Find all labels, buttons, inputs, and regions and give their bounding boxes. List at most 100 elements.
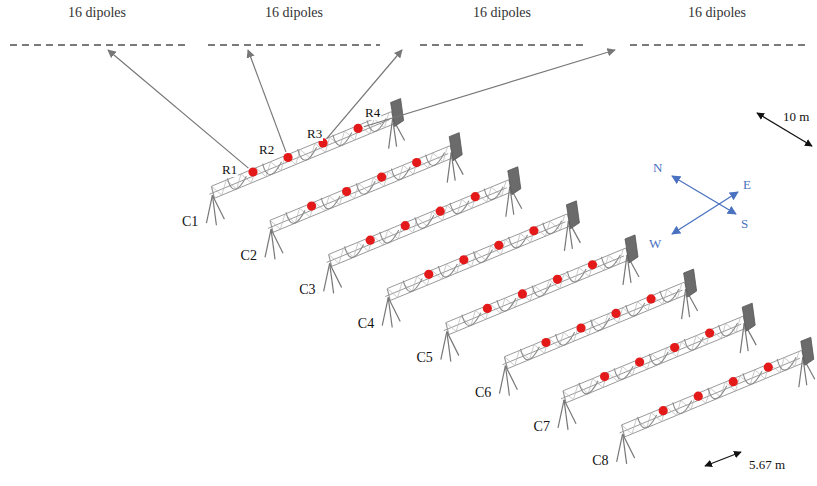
reflector-rib [286,210,305,223]
mount-leg [388,298,400,322]
mount-leg [330,263,342,287]
cylinders [206,99,814,464]
reflector-rib [263,162,282,175]
mount-leg [447,332,459,356]
receiver-label-anchor: R2 [258,140,275,158]
reflector-rib [321,196,340,209]
truss-rail [563,316,743,391]
drive-housing [801,337,814,365]
cylinder-label-anchor: C1 [181,212,199,230]
truss-rail [502,290,682,365]
cylinder-label: C8 [591,453,609,468]
reflector-rib [345,244,364,257]
reflector-rib [649,352,668,365]
receiver-dot [659,406,668,415]
truss-rail [446,248,626,323]
cylinder-reflector [265,133,463,260]
mount-leg [447,153,451,183]
reflector-rib [227,176,246,189]
truss-lattice [563,317,740,399]
cylinder-label-anchor: C2 [240,246,258,264]
reflector-rib [473,249,492,262]
reflector-rib [684,337,703,350]
receiver-dot [600,372,609,381]
receiver-dot [424,270,433,279]
compass-label-anchor: S [740,214,749,232]
mount-leg [623,255,627,285]
dipole-label-anchor: 16 dipoles [472,3,532,21]
drive-housing [742,303,755,331]
beam-arrow [108,50,248,168]
receiver-dot [353,124,362,133]
mount-leg [324,263,330,291]
compass-axis [672,176,736,214]
receiver-dot [529,226,538,235]
truss-rail [620,358,800,433]
truss-lattice [622,351,799,433]
drive-housing [625,235,638,263]
beam-arrows [108,50,615,168]
receiver-dot [764,363,773,372]
cylinder-reflector [206,99,404,226]
cylinder-label: C5 [415,350,433,365]
dipole-line [630,44,805,46]
receiver-dot [588,260,597,269]
receiver-label-anchor: R3 [306,124,323,142]
dimension-label: 5.67 m [748,457,786,472]
reflector-rib [743,371,762,384]
truss-rail [270,146,450,221]
receiver-dot [611,309,620,318]
cylinder-label: C7 [533,419,551,434]
dipole-line [10,44,185,46]
compass-label-anchor: N [652,158,663,176]
reflector-rib [567,269,586,282]
receiver-label: R3 [306,126,323,141]
dipole-label-anchor: 16 dipoles [687,3,747,21]
cylinder-label-anchor: C6 [474,383,492,401]
cylinder-label-anchor: C7 [533,417,551,435]
receiver-dot [518,289,527,298]
truss-lattice [387,215,564,297]
receiver-label: R1 [221,162,238,177]
reflector-rib [509,235,528,248]
compass-label: S [740,216,749,231]
receiver-dot [670,343,679,352]
receiver-dot [576,323,585,332]
truss-lattice [329,181,506,263]
reflector-rib [532,284,551,297]
reflector-rib [426,153,445,166]
mount-leg [265,229,271,257]
receiver-dot [471,192,480,201]
receiver-label-anchor: R4 [364,103,381,121]
reflector-rib [556,332,575,345]
compass-label: N [652,160,663,175]
reflector-rib [777,357,796,370]
mount-leg [212,195,224,219]
compass-axis [672,192,738,234]
receiver-label: R4 [364,105,381,120]
mount-leg [206,195,212,223]
cylinder-label-anchor: C5 [415,348,433,366]
truss-rail [211,112,391,187]
reflector-rib [356,181,375,194]
receiver-dot [401,221,410,230]
drive-housing [566,201,579,229]
compass-label-anchor: E [742,175,752,193]
truss-rail [385,222,565,297]
drive-housing [449,133,462,161]
truss-rail [625,362,805,437]
mount-leg [564,400,576,424]
reflector-rib [719,323,738,336]
dipole-line [208,44,380,46]
receiver-dot [459,255,468,264]
truss-rail [209,120,389,195]
reflector-rib [333,133,352,146]
reflector-rib [579,381,598,394]
mount-leg [558,400,564,428]
mount-leg [382,298,388,326]
reflector-rib [403,279,422,292]
reflector-rib [462,313,481,326]
reflector-rib [626,303,645,316]
cylinder-label: C4 [357,316,375,331]
receiver-dot [248,167,257,176]
